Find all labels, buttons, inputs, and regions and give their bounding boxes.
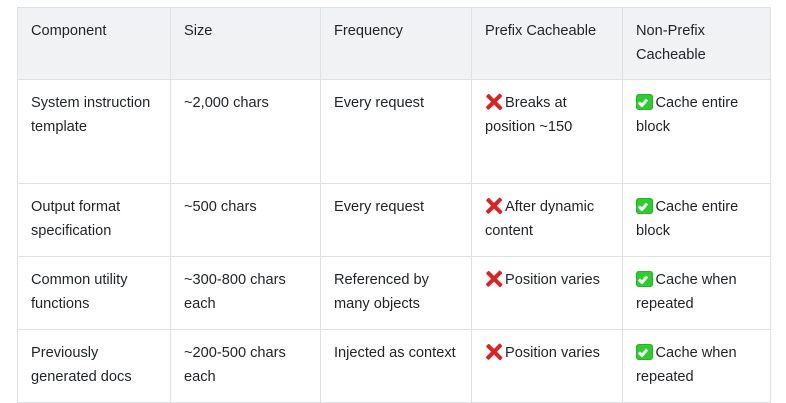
table-container: Component Size Frequency Prefix Cacheabl… [17,6,771,403]
cell-size: ~500 chars [170,183,321,258]
cell-non-prefix-cacheable-text: Cache entire block [636,199,739,239]
cell-component: Common utility functions [17,256,171,331]
table-header: Component Size Frequency Prefix Cacheabl… [17,6,771,81]
table-row: System instruction template ~2,000 chars… [17,79,771,185]
cell-non-prefix-cacheable: Cache when repeated [622,329,771,403]
table-row: Previously generated docs ~200-500 chars… [17,329,771,403]
cell-prefix-cacheable-text: Position varies [505,345,600,362]
cell-size: ~2,000 chars [170,79,321,185]
table-row: Output format specification ~500 chars E… [17,183,771,258]
cell-non-prefix-cacheable-text: Cache entire block [636,95,739,135]
white-check-mark-icon [636,270,653,288]
cell-frequency: Referenced by many objects [320,256,472,331]
table-row: Common utility functions ~300-800 chars … [17,256,771,331]
cell-prefix-cacheable: Position varies [471,329,623,403]
cell-frequency: Every request [320,79,472,185]
cell-prefix-cacheable-text: Position varies [505,272,600,289]
cell-non-prefix-cacheable: Cache when repeated [622,256,771,331]
cell-component: Output format specification [17,183,171,258]
cell-frequency: Every request [320,183,472,258]
column-header-size: Size [170,6,321,81]
cell-non-prefix-cacheable: Cache entire block [622,183,771,258]
column-header-non-prefix-cacheable: Non-Prefix Cacheable [622,6,771,81]
cross-mark-icon [485,197,502,214]
table-body: System instruction template ~2,000 chars… [17,79,771,403]
cell-non-prefix-cacheable: Cache entire block [622,79,771,185]
column-header-frequency: Frequency [320,6,472,81]
cell-size: ~200-500 chars each [170,329,321,403]
column-header-prefix-cacheable: Prefix Cacheable [471,6,623,81]
cell-frequency: Injected as context [320,329,472,403]
cell-prefix-cacheable: Breaks at position ~150 [471,79,623,185]
cell-component: Previously generated docs [17,329,171,403]
cross-mark-icon [485,270,502,287]
cross-mark-icon [485,343,502,360]
cell-prefix-cacheable: After dynamic content [471,183,623,258]
column-header-component: Component [17,6,171,81]
white-check-mark-icon [636,343,653,361]
table-header-row: Component Size Frequency Prefix Cacheabl… [17,6,771,81]
cell-non-prefix-cacheable-text: Cache when repeated [636,345,737,385]
cell-prefix-cacheable-text: Breaks at position ~150 [485,95,573,135]
cell-component: System instruction template [17,79,171,185]
cell-prefix-cacheable-text: After dynamic content [485,199,595,239]
white-check-mark-icon [636,93,653,111]
cross-mark-icon [485,93,502,110]
cell-prefix-cacheable: Position varies [471,256,623,331]
cell-non-prefix-cacheable-text: Cache when repeated [636,272,737,312]
comparison-table: Component Size Frequency Prefix Cacheabl… [17,6,771,403]
cell-size: ~300-800 chars each [170,256,321,331]
white-check-mark-icon [636,197,653,215]
